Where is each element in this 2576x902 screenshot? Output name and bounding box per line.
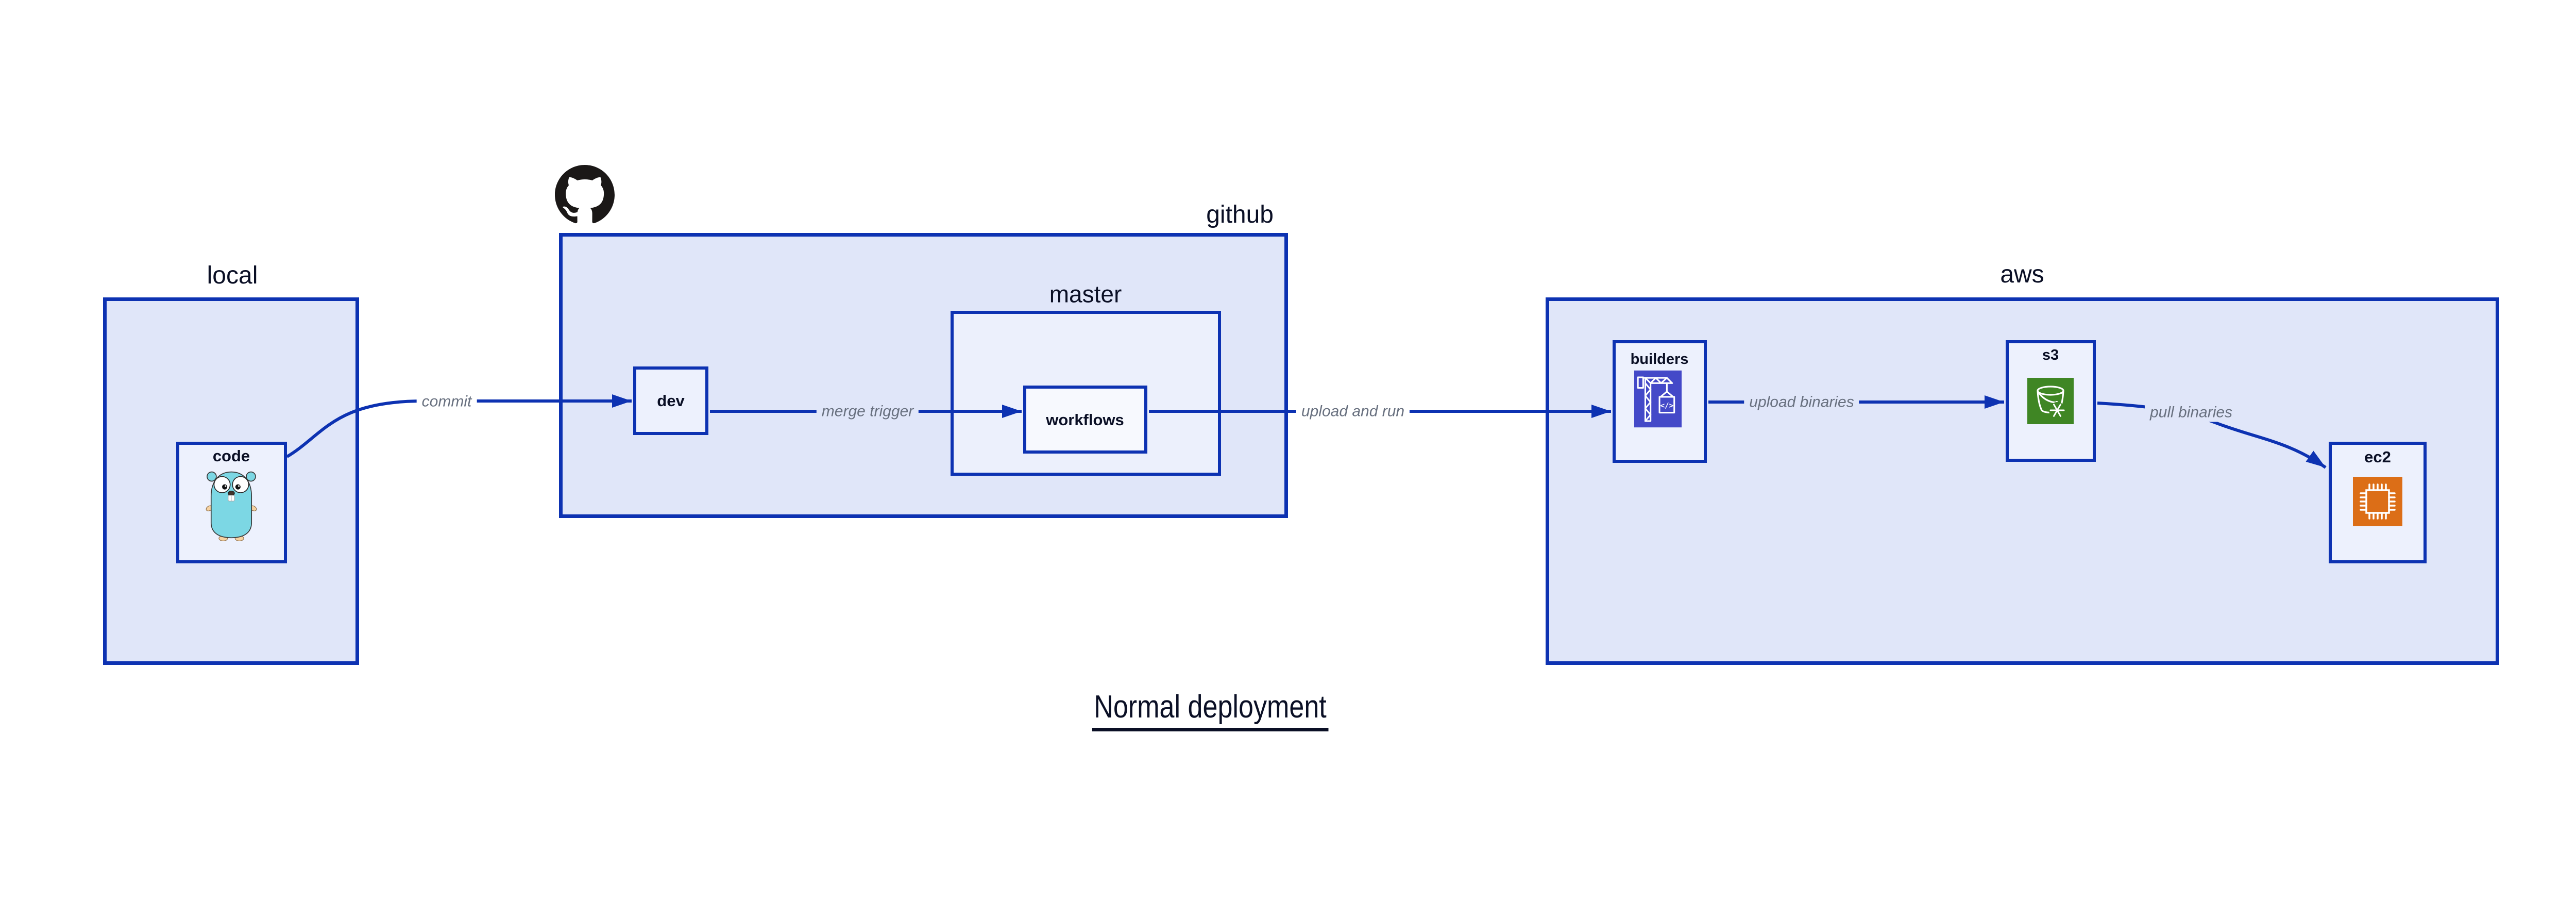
container-github-label: github: [1206, 201, 1274, 229]
edge-label-merge-trigger: merge trigger: [816, 402, 919, 421]
node-code-label: code: [212, 447, 250, 465]
node-workflows-label: workflows: [1046, 410, 1124, 429]
edge-label-upload-and-run: upload and run: [1296, 402, 1410, 421]
container-aws-label: aws: [2000, 261, 2044, 289]
node-s3-box: [2006, 340, 2096, 462]
aws-codebuild-crane-icon: </>: [1634, 370, 1682, 430]
diagram-title: Normal deployment: [1092, 689, 1329, 732]
node-ec2-label: ec2: [2364, 448, 2391, 466]
github-octocat-icon: [555, 165, 615, 227]
node-s3-label: s3: [2042, 347, 2059, 363]
node-dev-label: dev: [657, 391, 685, 410]
container-master-label: master: [1049, 280, 1122, 308]
aws-ec2-chip-icon: [2353, 477, 2402, 529]
node-workflows-box: [1023, 386, 1147, 454]
node-builders-label: builders: [1630, 351, 1689, 368]
edge-label-upload-binaries: upload binaries: [1744, 392, 1859, 412]
container-local-label: local: [207, 262, 258, 290]
go-gopher-icon: [202, 469, 260, 544]
svg-text:</>: </>: [1660, 402, 1673, 410]
edge-label-commit: commit: [416, 392, 477, 411]
edge-label-pull-binaries: pull binaries: [2144, 403, 2238, 422]
node-dev-box: [633, 366, 708, 435]
aws-s3-glacier-bucket-icon: [2027, 378, 2074, 427]
